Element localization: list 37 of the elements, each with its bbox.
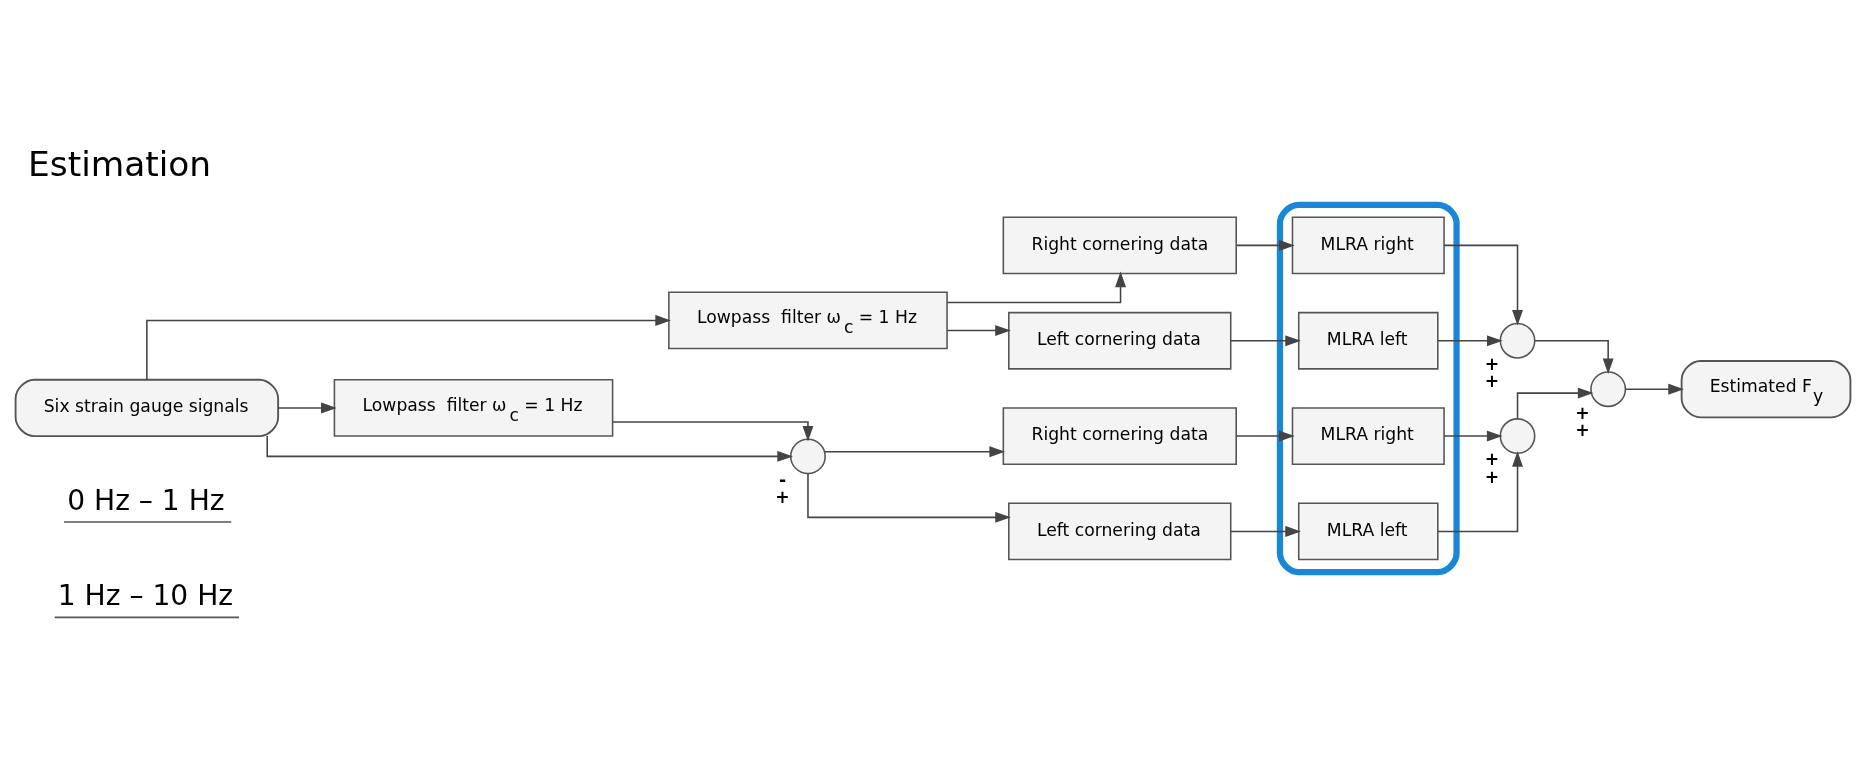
node-box: Six strain gauge signals bbox=[14, 378, 280, 437]
arrow bbox=[1230, 525, 1301, 537]
node-box: Left cornering data bbox=[1008, 311, 1232, 370]
node-circle bbox=[1590, 370, 1627, 407]
node-box: MLRA right bbox=[1291, 406, 1445, 465]
node-label: + bbox=[1484, 448, 1500, 469]
node-circle bbox=[1499, 417, 1536, 454]
arrow bbox=[823, 445, 1006, 457]
node-circle bbox=[1499, 322, 1536, 359]
arrow bbox=[1235, 430, 1295, 442]
arrow bbox=[266, 434, 793, 462]
arrow bbox=[1516, 387, 1594, 419]
node-box: Right cornering data bbox=[1002, 216, 1237, 274]
arrow bbox=[612, 420, 814, 442]
arrow bbox=[1443, 430, 1503, 442]
node-box: MLRA left bbox=[1297, 311, 1439, 370]
arrow bbox=[946, 324, 1011, 336]
node-box: Right cornering data bbox=[1002, 406, 1237, 465]
label: 1 Hz – 10 Hz bbox=[57, 578, 234, 612]
node-box: MLRA right bbox=[1291, 216, 1445, 274]
arrow bbox=[1624, 383, 1684, 395]
arrow bbox=[1534, 339, 1614, 374]
arrow bbox=[146, 314, 671, 381]
node-box: MLRA left bbox=[1297, 502, 1439, 560]
arrow bbox=[946, 271, 1126, 303]
arrow bbox=[1437, 334, 1503, 346]
node-circle bbox=[790, 437, 826, 474]
arrow bbox=[1230, 334, 1301, 346]
arrow bbox=[807, 472, 1011, 523]
node-box: Left cornering data bbox=[1008, 502, 1232, 560]
diagram-title: Estimation bbox=[28, 143, 212, 184]
arrow bbox=[1235, 239, 1295, 251]
arrow bbox=[1443, 244, 1523, 326]
node-label: + bbox=[1484, 466, 1500, 487]
label: 0 Hz – 1 Hz bbox=[67, 483, 225, 517]
arrow bbox=[1437, 450, 1523, 532]
arrow bbox=[277, 401, 337, 413]
